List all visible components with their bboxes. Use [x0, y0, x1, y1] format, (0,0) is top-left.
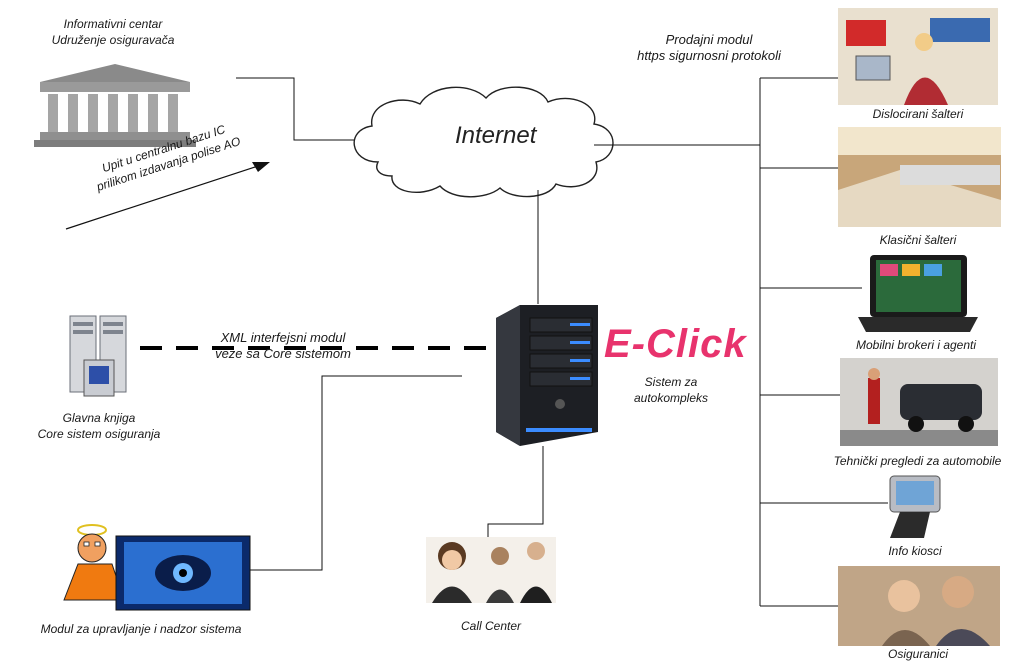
xml-module-label: XML interfejsni modul veze sa Core siste…: [188, 330, 378, 362]
admin-module-label: Modul za upravljanje i nadzor sistema: [40, 622, 242, 636]
core-server-icon: [69, 315, 127, 397]
admin-operator-icon: [63, 524, 125, 601]
call-center-photo: [426, 537, 556, 603]
channel-photo-klasicni: [838, 127, 1001, 227]
admin-server-line: [250, 375, 462, 571]
channel-photo-osiguranici: [838, 566, 1000, 646]
channel-photo-kiosci: [889, 475, 941, 538]
xml-module-line1: XML interfejsni modul: [220, 330, 346, 345]
eclick-subtitle-line2: autokompleks: [633, 391, 709, 405]
eclick-server-icon: [496, 305, 598, 446]
internet-label: Internet: [455, 122, 537, 149]
call-center-label: Call Center: [460, 619, 522, 633]
core-system-line2: Core sistem osiguranja: [37, 427, 161, 441]
info-center-line1: Informativni centar: [63, 17, 163, 31]
core-system-line1: Glavna knjiga: [62, 411, 136, 425]
info-center-label: Informativni centar Udruženje osiguravač…: [28, 16, 198, 48]
eclick-subtitle-line1: Sistem za: [644, 375, 698, 389]
info-center-line2: Udruženje osiguravača: [51, 33, 175, 47]
sales-module-label: Prodajni modul https sigurnosni protokol…: [604, 32, 814, 64]
building-icon: [34, 64, 196, 147]
channel-label-klasicni: Klasični šalteri: [879, 233, 957, 247]
channel-photo-tehnicki: [840, 358, 998, 446]
internet-cloud-icon: [353, 86, 614, 198]
info-center-link-line: [236, 77, 356, 141]
core-system-label: Glavna knjiga Core sistem osiguranja: [14, 410, 184, 442]
eclick-subtitle: Sistem za autokompleks: [616, 374, 726, 406]
query-arrow-icon: [65, 162, 270, 230]
xml-module-line2: veze sa Core sistemom: [215, 346, 351, 361]
channel-label-osiguranici: Osiguranici: [887, 647, 949, 661]
channel-photo-dislocirani: [838, 8, 998, 105]
sales-module-line1: Prodajni modul: [665, 32, 753, 47]
sales-module-line2: https sigurnosni protokoli: [637, 48, 781, 63]
channel-photo-mobilni: [858, 255, 978, 332]
channel-label-kiosci: Info kiosci: [888, 544, 942, 558]
server-callcenter-line: [487, 446, 544, 540]
channel-label-tehnicki: Tehnički pregledi za automobile: [833, 454, 1002, 468]
eclick-brand: E-Click: [604, 322, 747, 366]
channel-label-dislocirani: Dislocirani šalteri: [872, 107, 964, 121]
channel-label-mobilni: Mobilni brokeri i agenti: [855, 338, 977, 352]
admin-monitor-icon: [115, 535, 251, 611]
